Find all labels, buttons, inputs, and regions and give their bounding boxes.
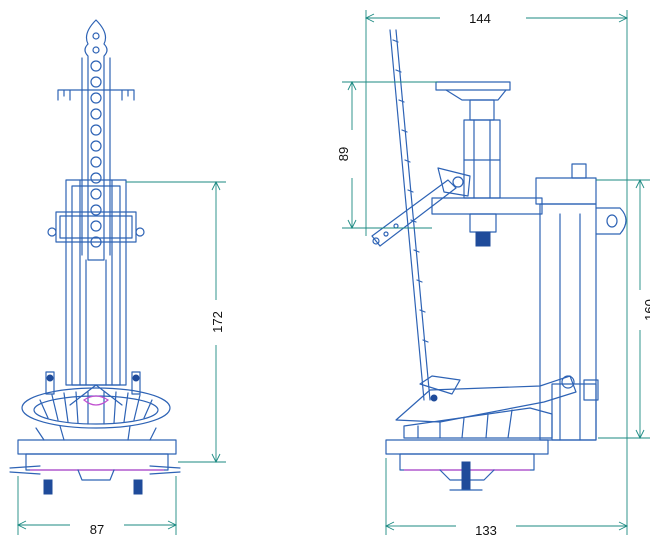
dim-label-front-width: 87	[90, 522, 104, 535]
front-base	[9, 425, 181, 495]
side-top-cap	[431, 81, 543, 247]
side-lever	[371, 167, 471, 247]
front-chain	[57, 19, 135, 261]
front-column	[47, 179, 145, 386]
dim-side-top-width: 144	[364, 10, 629, 535]
dim-label-side-bottom-width: 133	[475, 523, 497, 535]
side-body	[535, 163, 627, 441]
dim-label-side-top-width: 144	[469, 11, 491, 26]
dim-front-width: 87	[16, 476, 178, 535]
dim-label-front-height: 172	[210, 311, 225, 333]
dim-label-side-total-height: 160	[642, 299, 650, 321]
dim-side-upper-height: 89	[336, 80, 438, 230]
dim-side-bottom-width: 133	[384, 458, 629, 535]
dim-label-side-upper-height: 89	[336, 147, 351, 161]
dim-front-height: 172	[126, 180, 226, 464]
side-chain-rod	[389, 29, 431, 401]
dim-side-total-height: 160	[596, 178, 650, 440]
side-flapper	[395, 375, 577, 439]
side-view: 144 89 160	[336, 10, 650, 535]
front-float-ring	[21, 371, 171, 429]
side-base	[385, 439, 549, 491]
front-view: 172 87	[9, 19, 226, 535]
